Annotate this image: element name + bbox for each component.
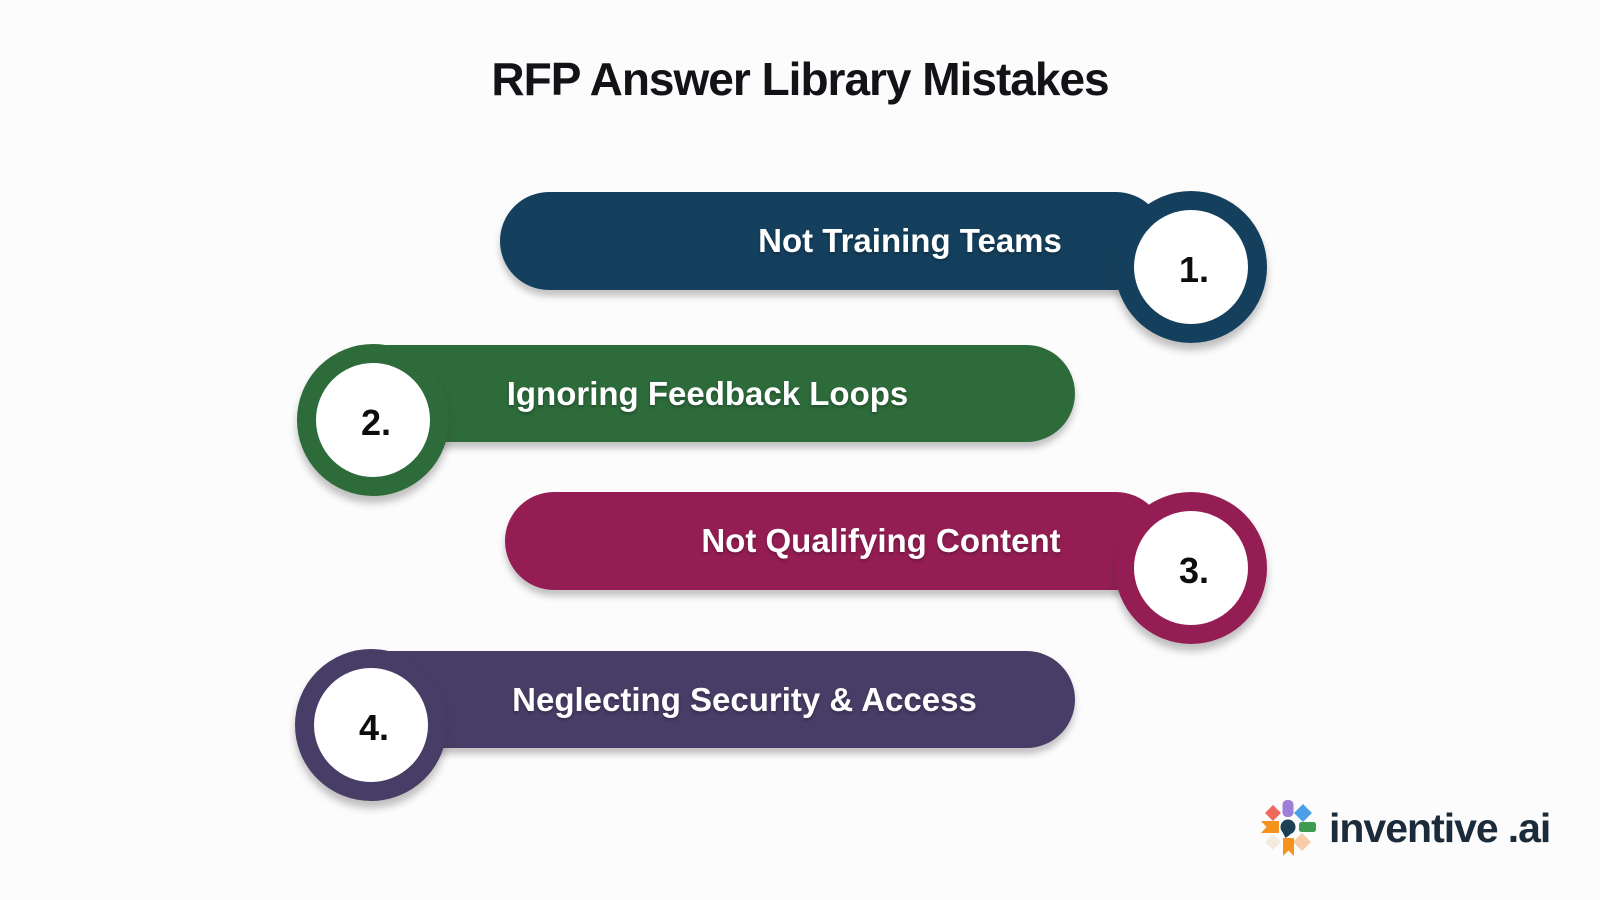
number-badge-1: 1.	[1115, 191, 1267, 343]
mistake-bar-4: Neglecting Security & Access	[340, 651, 1075, 748]
number-text-3: 3.	[1178, 550, 1210, 591]
mistake-label-2: Ignoring Feedback Loops	[506, 374, 909, 412]
mistake-label-1: Not Training Teams	[758, 222, 1062, 259]
number-text-1: 1.	[1178, 249, 1210, 290]
number-text-4: 4.	[358, 707, 390, 748]
number-badge-2: 2.	[297, 344, 449, 496]
number-badge-4: 4.	[295, 649, 447, 801]
logo-wordmark: inventive.ai	[1329, 804, 1552, 852]
mistake-bar-3: Not Qualifying Content	[505, 492, 1165, 590]
mistake-label-3: Not Qualifying Content	[701, 522, 1061, 559]
logo-name: inventive	[1329, 804, 1499, 851]
logo-suffix: .ai	[1507, 804, 1552, 851]
mistake-label-4: Neglecting Security & Access	[512, 680, 977, 718]
inventive-ai-logo: inventive.ai	[1256, 794, 1552, 862]
pinwheel-logo-icon	[1261, 800, 1316, 856]
number-text-2: 2.	[360, 402, 392, 443]
number-badge-3: 3.	[1115, 492, 1267, 644]
mistake-bar-2: Ignoring Feedback Loops	[340, 345, 1075, 442]
mistake-bar-1: Not Training Teams	[500, 192, 1165, 290]
page-title: RFP Answer Library Mistakes	[491, 53, 1109, 105]
